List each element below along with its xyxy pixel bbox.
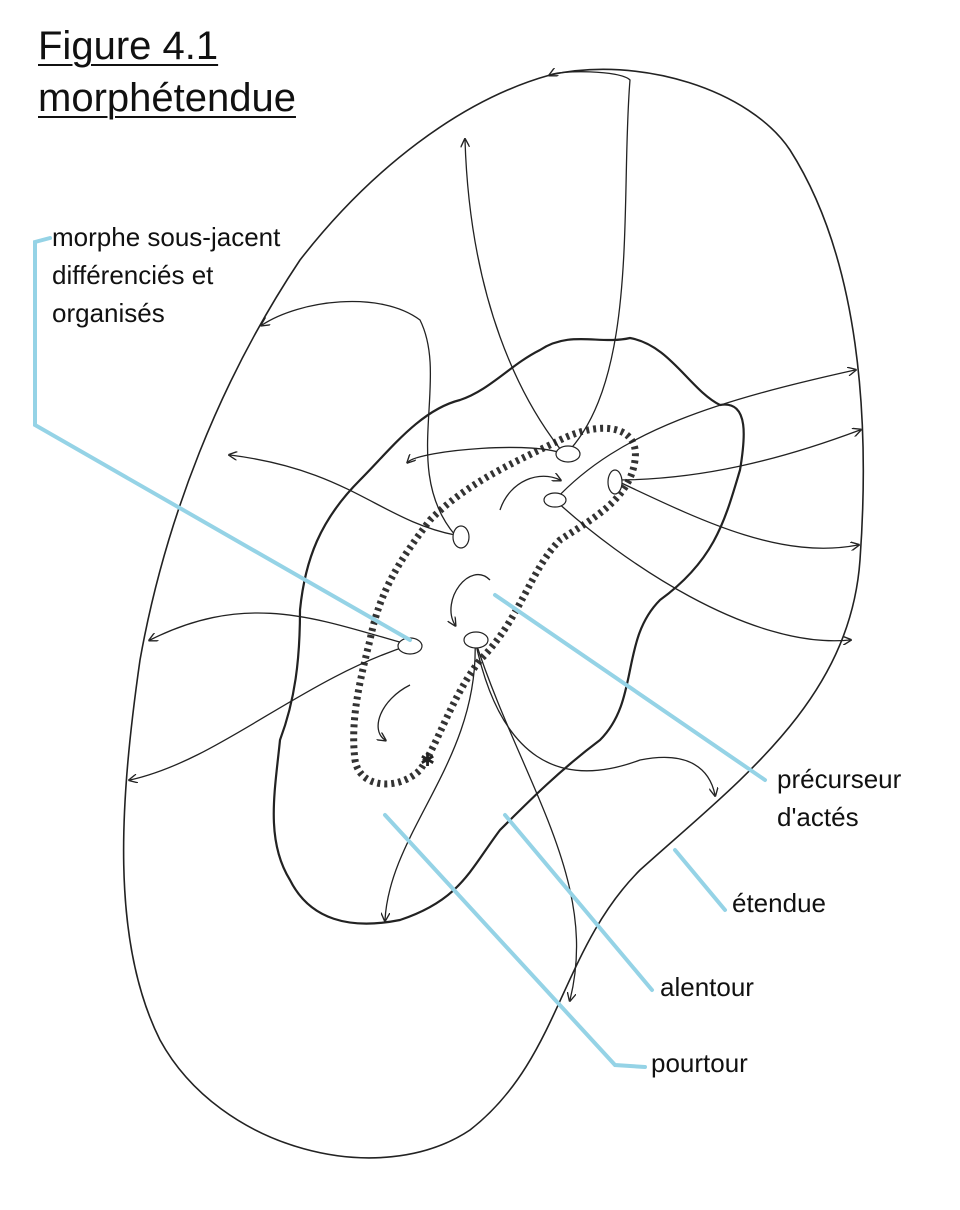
label-pourtour: pourtour [651,1048,748,1078]
label-line: différenciés et [52,260,214,290]
alentour-region [272,336,745,925]
leader-pourtour [383,813,647,1069]
label-line: d'actés [777,802,859,832]
label-line: morphe sous-jacent [52,222,281,252]
label-morphe: morphe sous-jacent différenciés et organ… [52,218,280,332]
figure-title: Figure 4.1 morphétendue [38,20,296,124]
morphe-nodes [397,445,623,655]
leader-precurseur [493,593,767,782]
star-node-icon: ✱ [420,750,435,770]
figure-number: Figure 4.1 [38,24,219,68]
leader-alentour [503,813,654,992]
leader-etendue [673,848,727,912]
pourtour-band [350,424,639,788]
figure-name: morphétendue [38,76,296,120]
leader-lines [33,236,767,1069]
flow-arrows [130,72,860,1000]
leader-morphe [33,236,412,642]
label-precurseur: précurseur d'actés [777,760,901,836]
label-alentour: alentour [660,972,754,1002]
label-line: organisés [52,298,165,328]
label-line: précurseur [777,764,902,794]
label-etendue: étendue [732,888,826,918]
etendue-boundary [122,68,865,1159]
